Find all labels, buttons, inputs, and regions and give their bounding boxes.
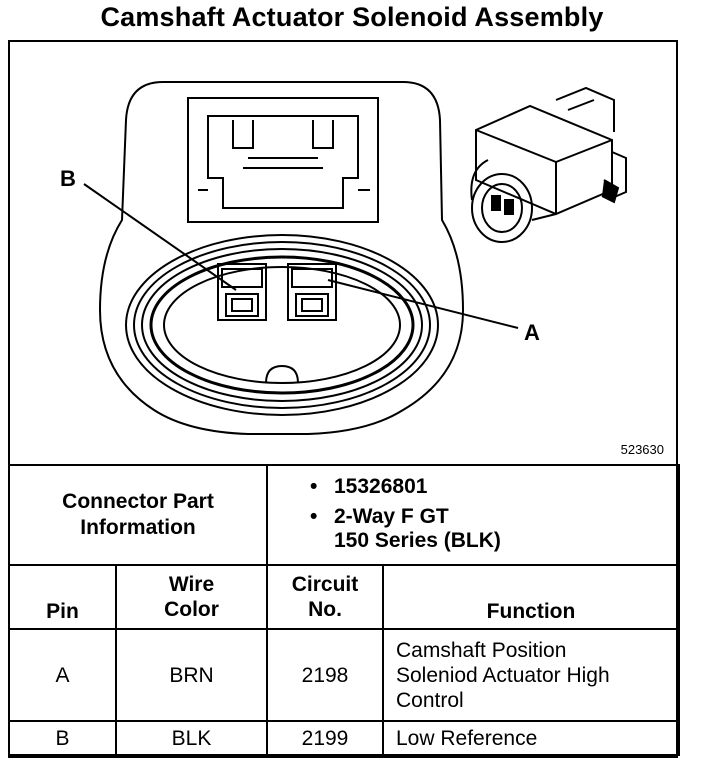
keying-tab	[265, 364, 299, 384]
header-wire-color-line: Color	[164, 598, 219, 621]
connector-description-item: • 2-Way F GT 150 Series (BLK)	[310, 505, 678, 553]
figure-number: 523630	[620, 442, 664, 457]
header-circuit-line: No.	[308, 598, 342, 621]
leader-line-a	[327, 279, 519, 329]
seal-ring-4	[149, 255, 415, 395]
terminal-a	[287, 263, 337, 321]
function-cell: Low Reference	[382, 720, 680, 756]
connector-part-info-values: • 15326801 • 2-Way F GT 150 Series (BLK)	[266, 464, 680, 566]
connector-part-label-line: Connector Part	[62, 490, 214, 513]
connector-diagram: B A 523630	[8, 40, 678, 464]
pin-cell: A	[8, 628, 117, 722]
bullet: •	[310, 475, 318, 498]
connector-iso-view	[470, 86, 627, 243]
leader-line-b	[83, 183, 237, 291]
header-function: Function	[382, 564, 680, 630]
part-number-item: • 15326801	[310, 475, 678, 499]
table-row: B BLK 2199 Low Reference	[8, 720, 680, 756]
latch-inner	[207, 115, 359, 209]
seal-ring-5	[163, 266, 401, 384]
connector-part-info-label: Connector Part Information	[8, 464, 268, 566]
function-line: Control	[396, 688, 464, 712]
header-pin: Pin	[8, 564, 117, 630]
circuit-cell: 2199	[266, 720, 384, 756]
wire-color-cell: BRN	[115, 628, 268, 722]
callout-b: B	[60, 166, 76, 191]
table-row: A BRN 2198 Camshaft Position Soleniod Ac…	[8, 628, 680, 722]
page-title: Camshaft Actuator Solenoid Assembly	[100, 2, 604, 32]
connector-description-line: 150 Series (BLK)	[334, 529, 501, 552]
function-cell: Camshaft Position Soleniod Actuator High…	[382, 628, 680, 722]
connector-face-drawing	[83, 81, 627, 435]
terminal-b	[217, 263, 267, 321]
connector-part-info-row: Connector Part Information • 15326801 • …	[8, 464, 680, 566]
wire-color-cell: BLK	[115, 720, 268, 756]
function-line: Camshaft Position	[396, 638, 567, 662]
pin-table-header-row: Pin Wire Color Circuit No. Function	[8, 564, 680, 630]
header-circuit-line: Circuit	[291, 573, 359, 596]
header-circuit: Circuit No.	[266, 564, 384, 630]
latch-frame	[187, 97, 379, 223]
callout-a: A	[524, 320, 540, 345]
function-line: Soleniod Actuator High	[396, 663, 610, 687]
seal-ring-3	[141, 248, 423, 402]
seal-ring-1	[125, 234, 439, 416]
header-wire-color: Wire Color	[115, 564, 268, 630]
connector-part-label-line: Information	[80, 516, 196, 539]
circuit-cell: 2198	[266, 628, 384, 722]
connector-description-line: 2-Way F GT	[334, 505, 449, 528]
connector-info-table: Connector Part Information • 15326801 • …	[8, 464, 680, 756]
pin-cell: B	[8, 720, 117, 756]
outer-frame	[8, 40, 678, 758]
seal-ring-2	[133, 241, 431, 409]
part-number: 15326801	[334, 475, 428, 498]
header-wire-color-line: Wire	[168, 573, 215, 596]
housing-outline	[98, 81, 465, 435]
bullet: •	[310, 505, 318, 528]
